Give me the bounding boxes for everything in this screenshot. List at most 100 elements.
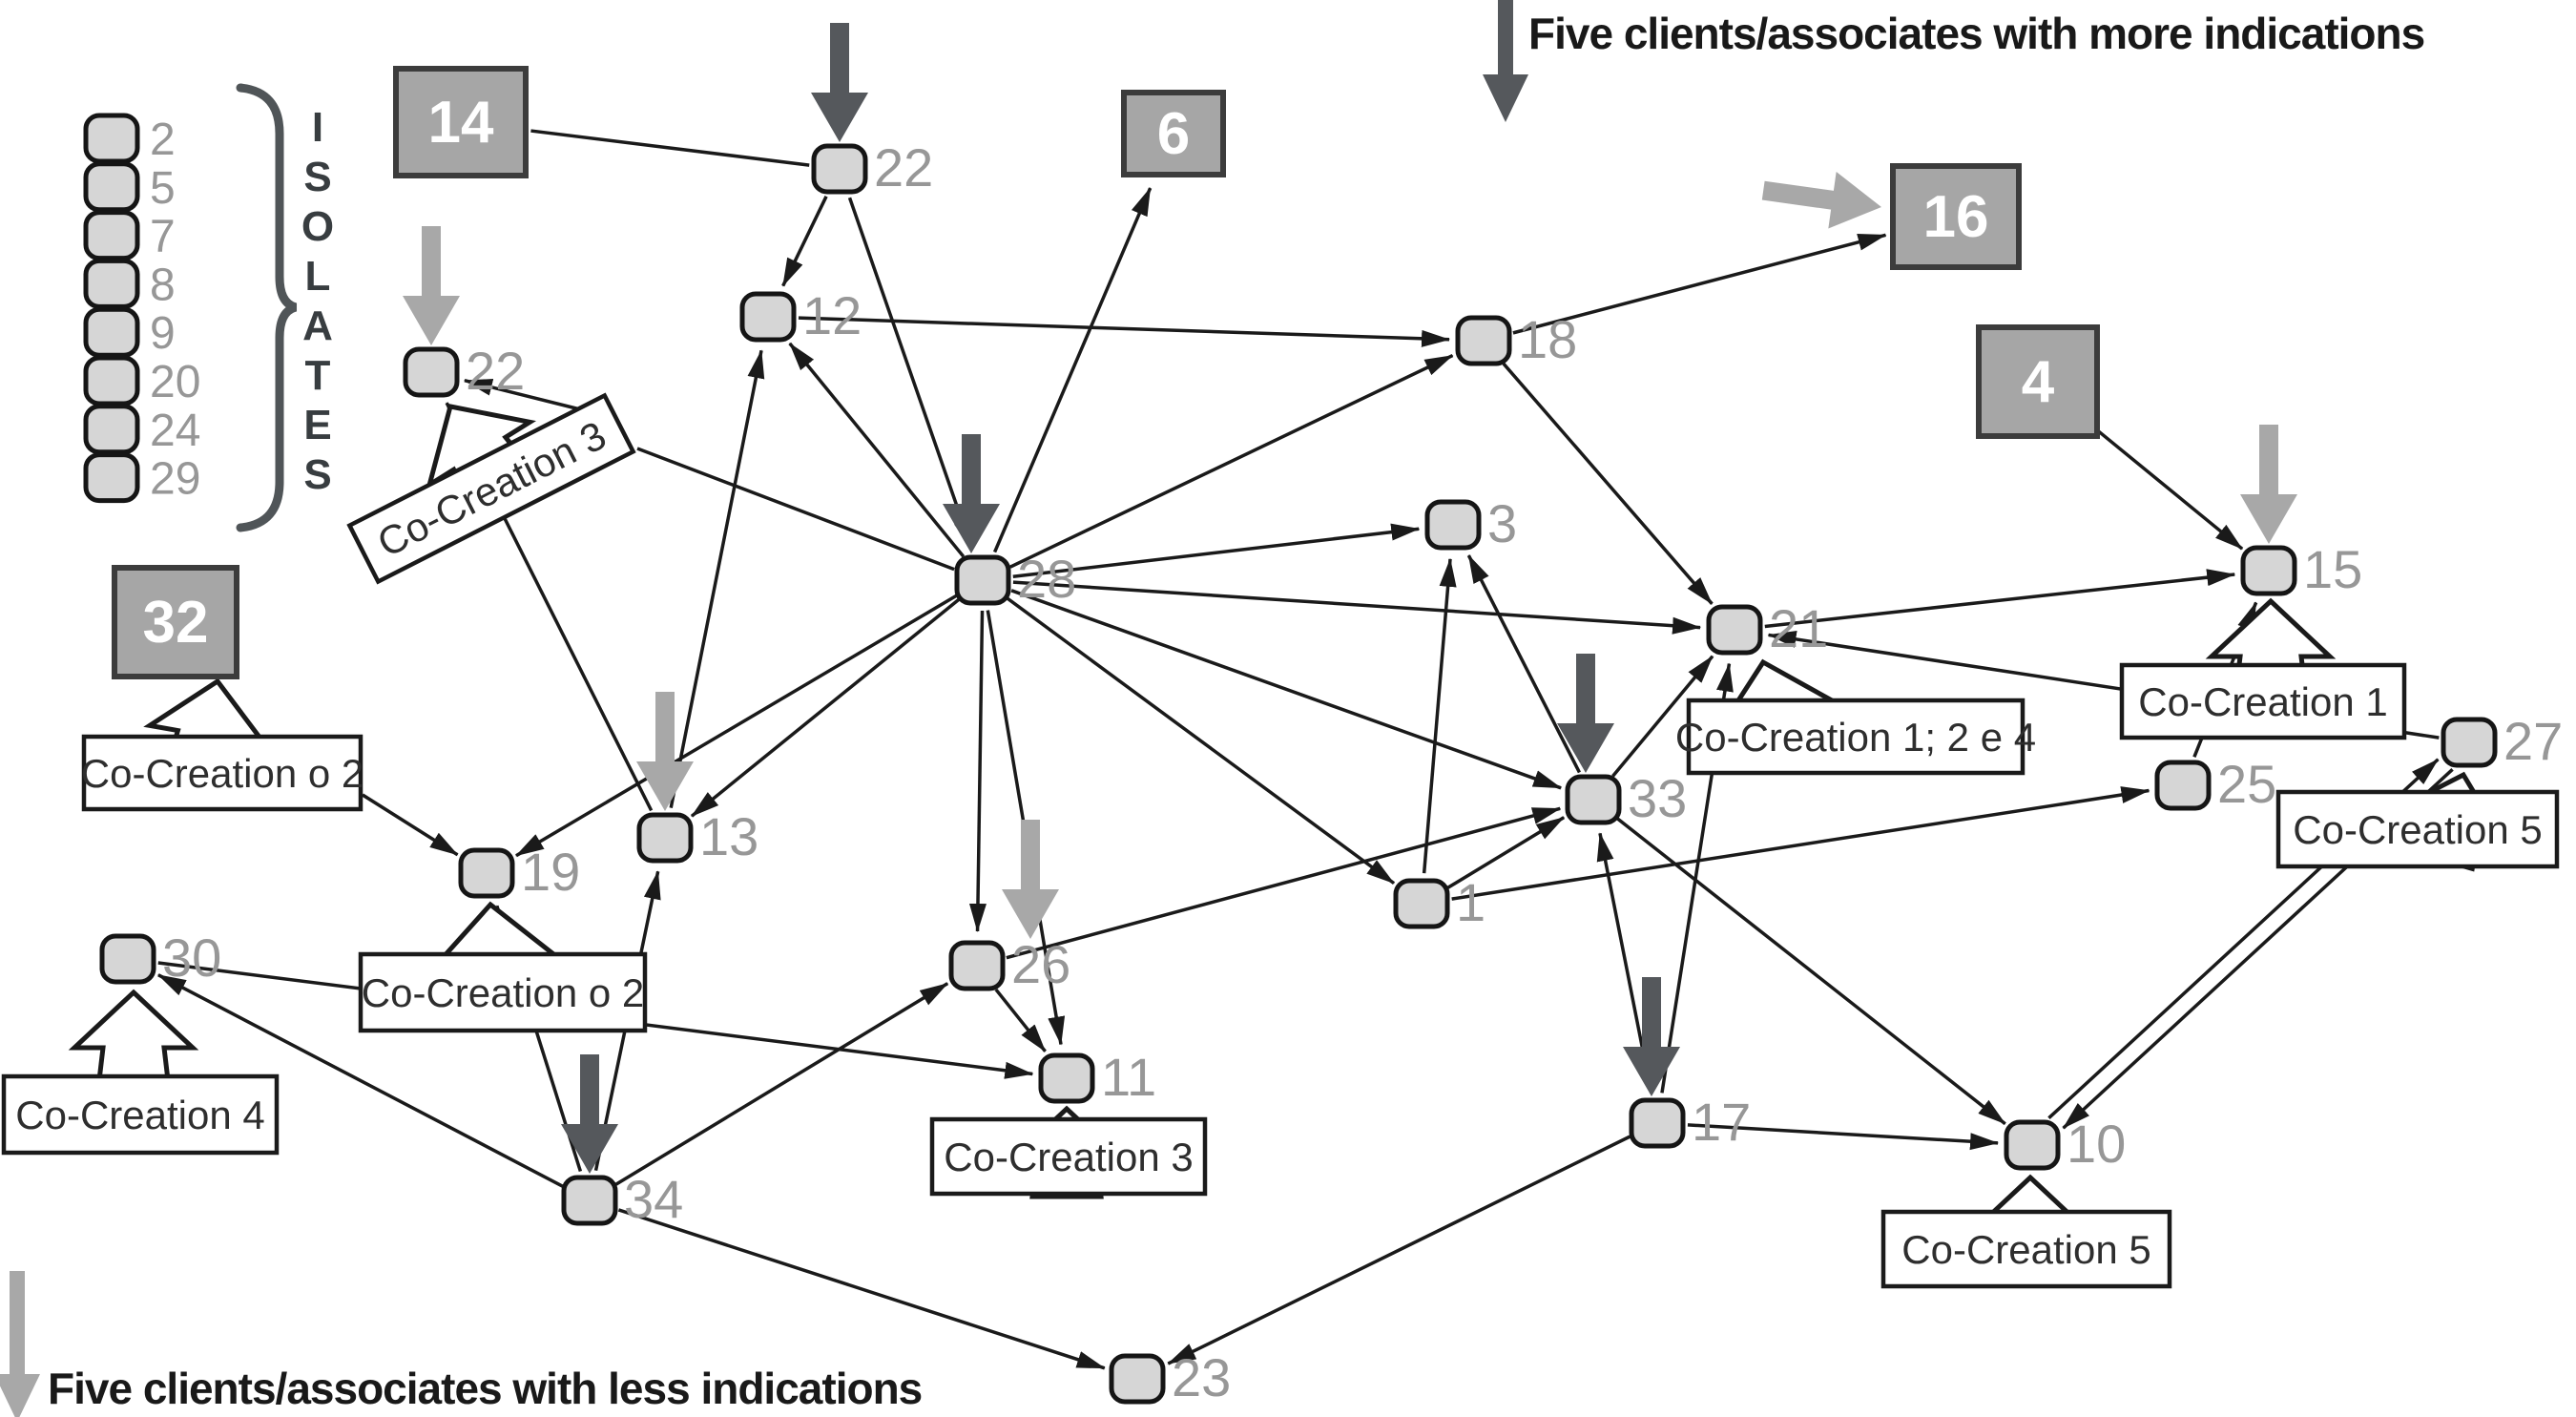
client-square-32: 32 (112, 565, 239, 679)
node-shape (811, 143, 868, 195)
less-indications-arrow-icon (403, 226, 460, 345)
isolates-title-letter: S (303, 451, 331, 498)
edge-1-3 (1422, 557, 1457, 874)
isolate-node-9: 9 (83, 306, 176, 359)
edge-28-12 (788, 342, 966, 558)
isolate-node-label: 9 (150, 308, 176, 359)
node-22: 22 (811, 137, 933, 198)
node-34: 34 (561, 1169, 683, 1229)
isolate-node-label: 8 (150, 260, 176, 310)
callout-label: Co-Creation 3 (944, 1135, 1193, 1179)
callout-label: Co-Creation 5 (1901, 1227, 2150, 1272)
node-1: 1 (1393, 872, 1485, 932)
edge-28-18 (1009, 353, 1454, 569)
edge-p_co2a_corner-19 (362, 793, 459, 857)
callout-box: Co-Creation 3 (929, 1116, 1208, 1197)
isolate-node-label: 24 (150, 406, 200, 456)
node-label: 25 (2217, 754, 2276, 814)
node-shape (1424, 499, 1482, 551)
isolate-node-7: 7 (83, 210, 176, 262)
callout-c4: Co-Creation 4 (1, 989, 280, 1156)
isolate-node-29: 29 (83, 452, 200, 505)
node-label: 10 (2067, 1114, 2126, 1174)
isolates-brace-icon (236, 83, 298, 532)
callout-label: Co-Creation 1; 2 e 4 (1675, 715, 2036, 760)
callout-label: Co-Creation 1 (2138, 679, 2387, 724)
less-indications-arrow-icon (2240, 425, 2297, 544)
edge-18-s16 (1512, 233, 1887, 335)
legend-more-arrow-icon (1483, 0, 1528, 122)
edge-17-23 (1167, 1135, 1631, 1365)
edges-layer (157, 129, 2454, 1370)
edge-22a-28 (847, 197, 973, 549)
node-18: 18 (1455, 309, 1577, 369)
callout-rect (929, 1116, 1208, 1197)
node-15: 15 (2240, 539, 2362, 599)
edge-17-10 (1687, 1123, 2000, 1151)
callout-c3a: Co-Creation 3 (346, 392, 636, 585)
more-indications-arrow-icon (561, 1054, 618, 1174)
node-shape (636, 812, 694, 864)
callout-box: Co-Creation 1 (2119, 662, 2407, 740)
callout-rect (2275, 789, 2560, 869)
callout-co2b: Co-Creation o 2 (358, 901, 648, 1033)
callout-c1: Co-Creation 1 (2119, 597, 2407, 740)
edge-28-26 (968, 610, 987, 933)
less-indications-arrow-icon (636, 692, 694, 811)
node-21: 21 (1706, 598, 1828, 658)
isolate-node-label: 29 (150, 454, 200, 505)
node-33: 33 (1565, 768, 1687, 828)
node-label: 26 (1011, 934, 1070, 994)
node-shape (1038, 1052, 1095, 1104)
callout-rect (81, 734, 364, 812)
client-square-label: 6 (1157, 101, 1190, 167)
isolate-node-2: 2 (83, 113, 176, 165)
edge-1-25 (1451, 786, 2150, 901)
edge-s4-15 (2087, 421, 2244, 551)
node-shape (83, 355, 140, 406)
edge-34-26 (614, 982, 949, 1186)
edge-13-12 (669, 349, 765, 808)
more-indications-arrow-icon (943, 434, 1000, 553)
node-shape (1629, 1097, 1686, 1149)
edge-28-19 (515, 594, 958, 858)
more-indications-arrow-icon (811, 23, 868, 142)
node-22: 22 (403, 341, 525, 401)
client-square-label: 4 (2022, 349, 2055, 415)
callout-rect (358, 951, 648, 1033)
edge-21-15 (1764, 569, 2236, 629)
edge-p_c3a_corner-28 (636, 447, 955, 572)
node-label: 3 (1487, 493, 1517, 553)
isolate-node-24: 24 (83, 404, 200, 456)
node-shape (83, 210, 140, 261)
node-shape (2240, 545, 2297, 596)
isolates-title-letter: O (301, 203, 334, 250)
edge-s14-22a (530, 129, 810, 167)
client-square-rect (1976, 324, 2100, 439)
node-shape (83, 306, 140, 358)
node-17: 17 (1629, 1092, 1751, 1152)
node-shape (458, 847, 515, 899)
edge-p_c3a_top-22b (463, 379, 585, 412)
callout-pointer-icon (68, 989, 199, 1083)
node-shape (1393, 878, 1450, 929)
legend-less-caption: Five clients/associates with less indica… (48, 1364, 923, 1413)
node-26: 26 (948, 934, 1070, 994)
node-shape (739, 291, 797, 343)
client-square-rect (112, 565, 239, 679)
client-square-14: 14 (393, 66, 529, 178)
client-square-rect (1121, 90, 1226, 177)
client-square-4: 4 (1976, 324, 2100, 439)
node-25: 25 (2154, 754, 2276, 814)
callout-box: Co-Creation 5 (1880, 1209, 2172, 1289)
edge-33-21 (1611, 655, 1714, 778)
node-23: 23 (1109, 1347, 1231, 1407)
node-shape (1455, 315, 1512, 366)
edge-28-13 (690, 597, 961, 818)
edge-34-30 (157, 973, 564, 1188)
client-square-16: 16 (1890, 163, 2022, 270)
edge-28-33 (1010, 589, 1563, 790)
